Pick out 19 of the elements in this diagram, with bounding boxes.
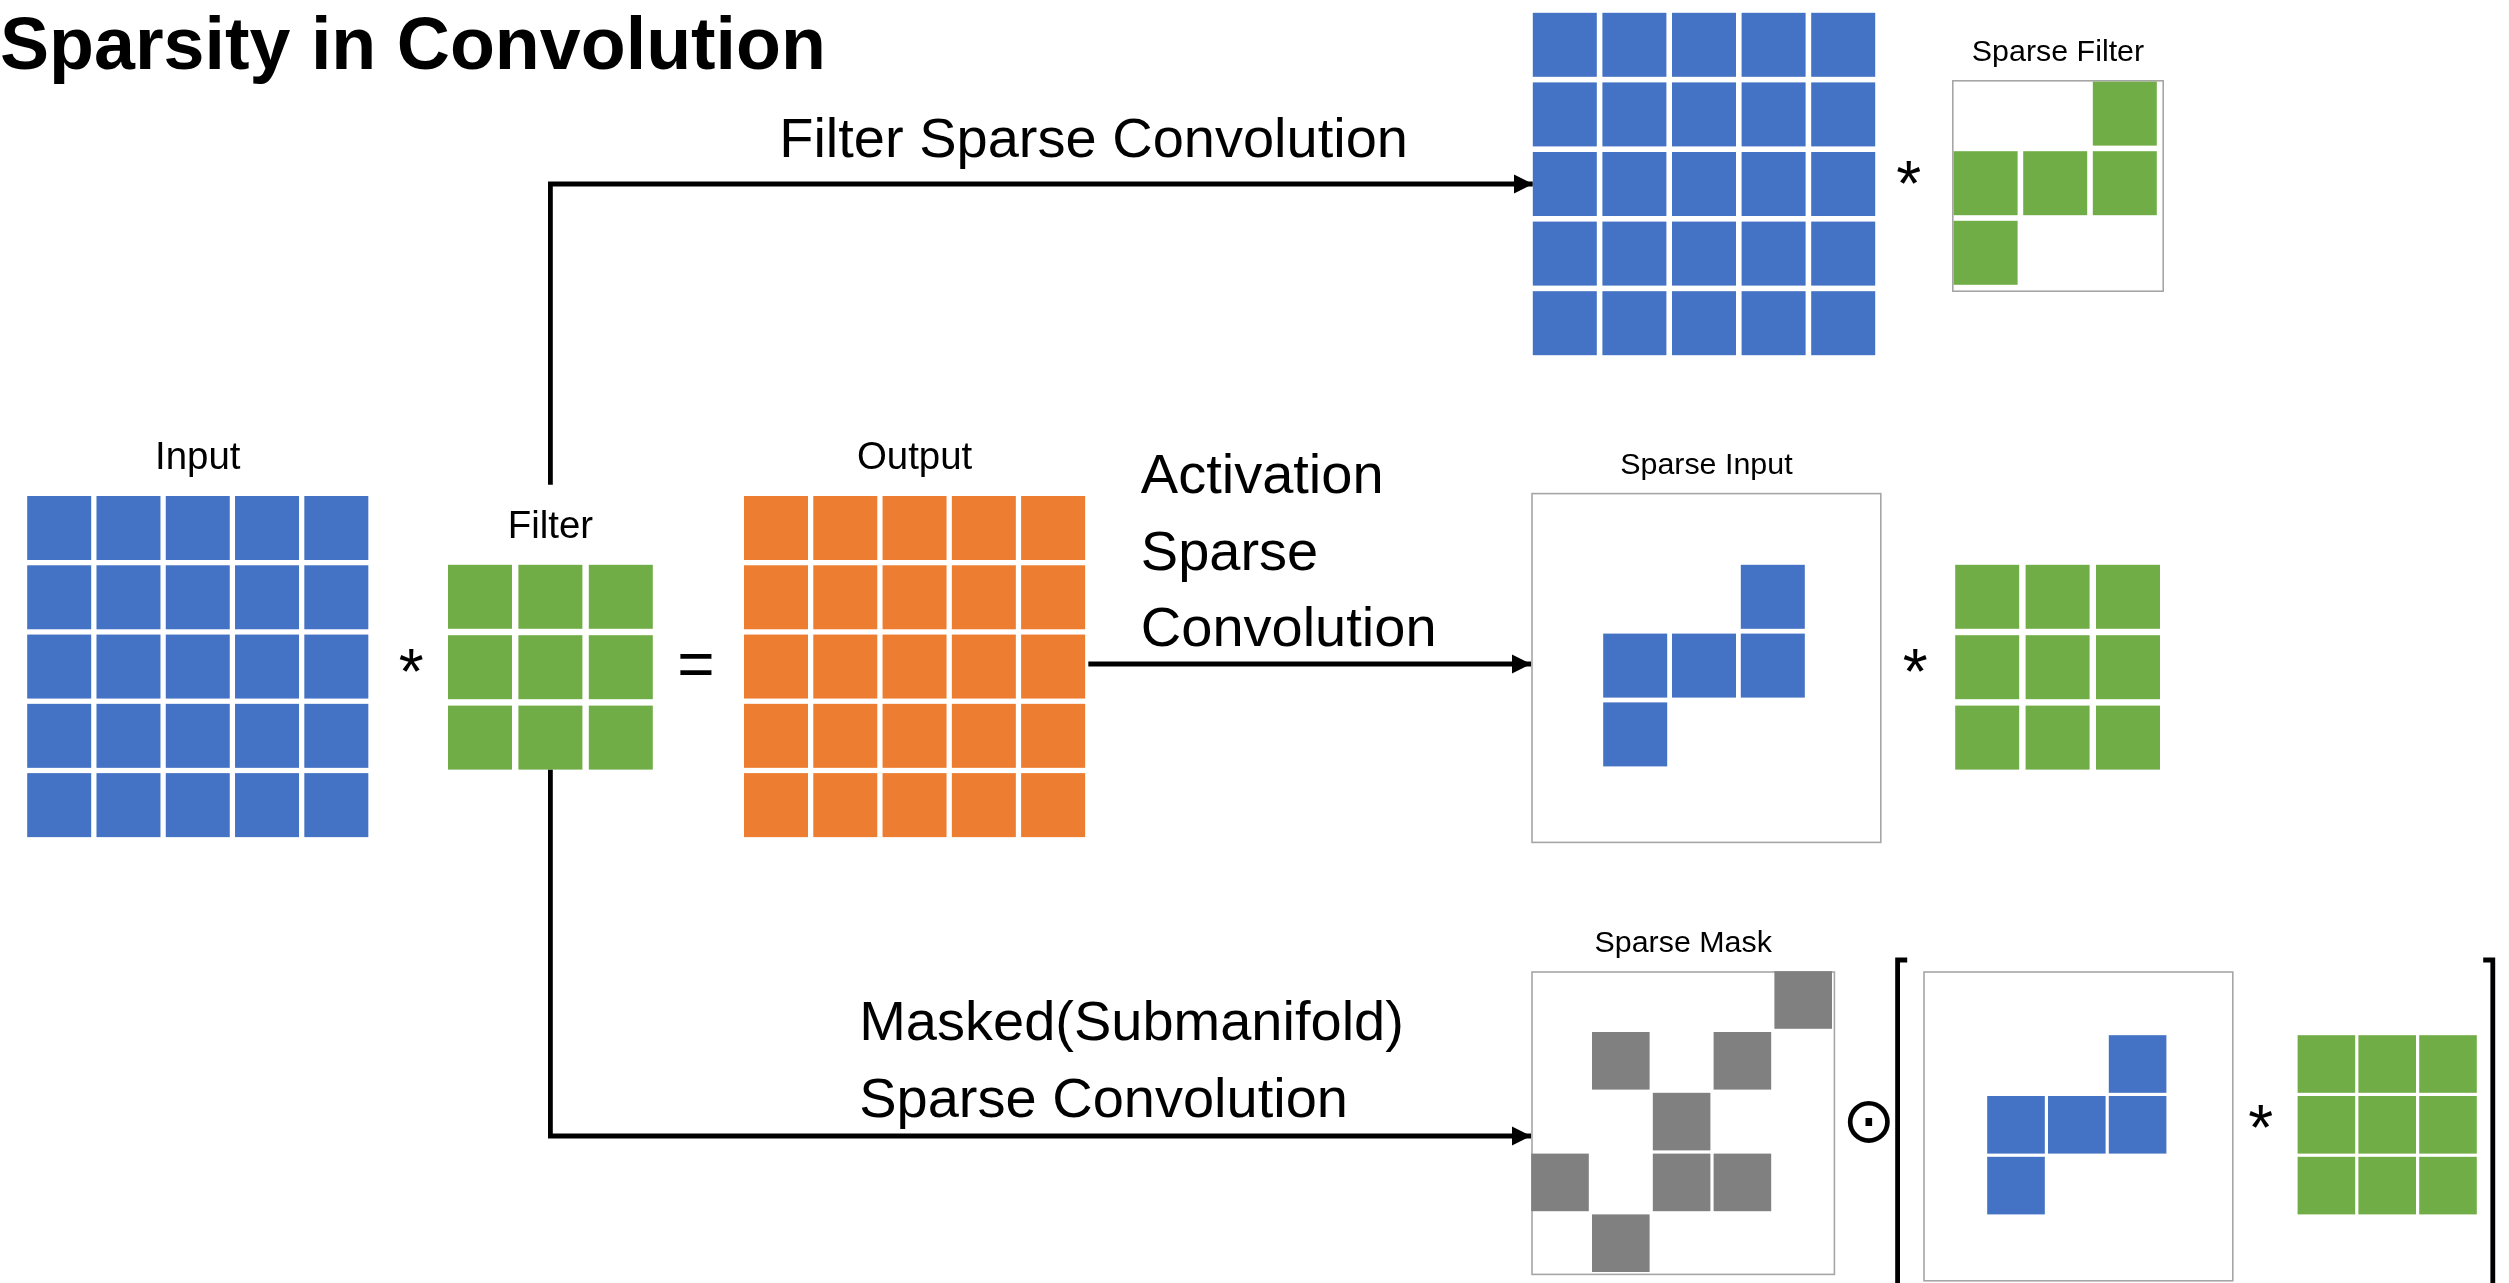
matrix-heading: Sparse Mask — [1594, 923, 1772, 961]
operator-symbol: * — [398, 636, 424, 708]
matrix-heading: Filter — [507, 501, 594, 548]
edge-label: Activation Sparse Convolution — [1140, 440, 1438, 660]
matrix-heading: Sparse Input — [1620, 445, 1793, 482]
operator-symbol: ⊙ — [1841, 1084, 1896, 1156]
matrix-heading: Sparse Filter — [1971, 32, 2145, 70]
operator-symbol: = — [677, 628, 715, 700]
arrow — [548, 174, 1533, 485]
arrow — [548, 769, 1532, 1146]
title: Sparsity in Convolution — [0, 0, 826, 87]
matrix-heading: Output — [856, 432, 973, 479]
operator-symbol: * — [1902, 636, 1928, 708]
arrow — [1088, 654, 1532, 674]
edge-label: Masked(Submanifold) Sparse Convolution — [859, 987, 1405, 1131]
operator-symbol: * — [1896, 148, 1922, 220]
edge-label: Filter Sparse Convolution — [779, 104, 1409, 171]
matrix-heading: Input — [155, 432, 241, 479]
operator-symbol: * — [2248, 1092, 2274, 1164]
